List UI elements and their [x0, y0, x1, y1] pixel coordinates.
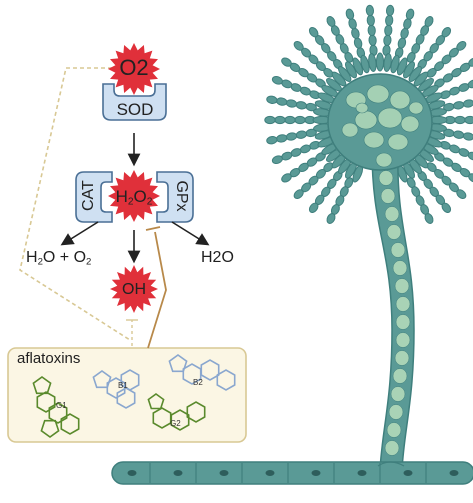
conidia-chain	[443, 128, 473, 143]
molecule-label-g2: G2	[170, 419, 181, 428]
conidia-chain	[394, 8, 415, 59]
molecule-label-b1: B1	[118, 381, 128, 390]
cat-label: CAT	[80, 180, 97, 211]
molecule-label-b2: B2	[193, 378, 203, 387]
aflatoxins-title: aflatoxins	[17, 350, 81, 367]
peroxide-label: H2O2	[115, 187, 153, 208]
conidia-chain	[426, 162, 467, 200]
aflatoxins-box	[7, 347, 247, 443]
conidia-chain	[406, 177, 434, 224]
arrow-to-left-products	[60, 221, 99, 246]
aflatoxin-molecules	[32, 354, 236, 438]
conidia-chain	[406, 16, 434, 63]
conidia-chain	[271, 140, 321, 165]
hydroxyl-label: OH	[122, 281, 146, 298]
conidia-chain	[439, 140, 473, 161]
inhibition-line	[147, 231, 167, 349]
peroxide-star	[108, 170, 160, 222]
inhibition-bar	[145, 226, 161, 231]
gpx-enzyme-shape	[156, 171, 194, 223]
conidia-chain	[444, 115, 473, 125]
conidia-chain	[293, 40, 334, 78]
conidia-chain	[271, 75, 321, 100]
conidia-chain	[439, 79, 473, 100]
aspergillus-fungus	[111, 4, 473, 485]
conidia-chain	[382, 4, 395, 56]
molecule-label-g1: G1	[56, 401, 67, 410]
conidia-chain	[266, 95, 317, 112]
gpx-label: GPx	[173, 180, 190, 212]
conidia-chain	[326, 177, 354, 224]
left-products-label: H2O + O2	[26, 249, 92, 268]
right-product-label: H2O	[201, 249, 234, 266]
conidia-chain	[266, 128, 317, 145]
conidia-chain	[365, 4, 378, 56]
superoxide-star	[108, 43, 160, 95]
hydroxyl-star	[110, 265, 158, 313]
sod-enzyme-shape	[102, 83, 167, 121]
conidia-chain	[281, 57, 326, 88]
cat-enzyme-shape	[75, 171, 113, 223]
superoxide-label: O2	[119, 55, 149, 80]
dashed-connector	[19, 67, 131, 341]
conidia-chain	[434, 152, 473, 183]
conidia-chain	[326, 16, 354, 63]
conidia-chain	[417, 27, 452, 70]
conidia-chain	[426, 40, 467, 78]
conidia-chain	[293, 162, 334, 200]
conidia-chain	[281, 152, 326, 183]
conidia-chain	[308, 170, 343, 213]
sod-label: SOD	[116, 100, 154, 119]
hypha-base	[111, 461, 473, 485]
conidia-chain	[443, 97, 473, 112]
arrow-to-right-water	[171, 221, 210, 246]
conidia-chain	[264, 115, 316, 125]
